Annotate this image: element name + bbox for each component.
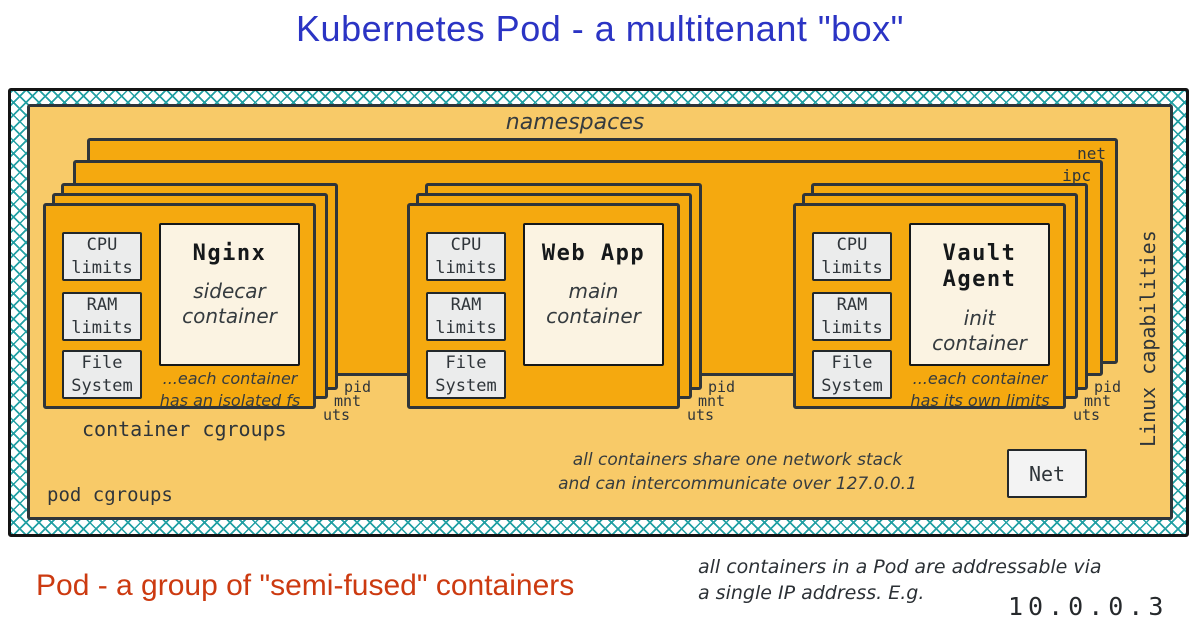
network-note: all containers share one network stack a… xyxy=(558,450,917,494)
page-title: Kubernetes Pod - a multitenant "box" xyxy=(296,8,904,49)
pid-namespace-label: pid xyxy=(344,378,372,396)
pod-cgroups-label: pod cgroups xyxy=(47,484,173,506)
pid-namespace-label: pid xyxy=(708,378,736,396)
file-system-box: File System xyxy=(812,350,892,399)
container-card: CPU limits RAM limits File System Web Ap… xyxy=(407,203,680,409)
container-stack-webapp: CPU limits RAM limits File System Web Ap… xyxy=(407,183,752,433)
ip-address: 10.0.0.3 xyxy=(1008,592,1169,621)
pid-namespace-label: pid xyxy=(1094,378,1122,396)
mnt-namespace-label: mnt xyxy=(334,392,362,410)
cpu-limits-box: CPU limits xyxy=(426,232,506,281)
container-cgroups-label: container cgroups xyxy=(82,417,287,441)
cpu-limits-box: CPU limits xyxy=(62,232,142,281)
mnt-namespace-label: mnt xyxy=(1084,392,1112,410)
container-stack-nginx: CPU limits RAM limits File System Nginx … xyxy=(43,183,388,433)
container-caption: ...each container has an isolated fs xyxy=(159,369,301,410)
cpu-limits-box: CPU limits xyxy=(812,232,892,281)
uts-namespace-label: uts xyxy=(687,406,715,424)
ram-limits-box: RAM limits xyxy=(812,292,892,341)
container-card: CPU limits RAM limits File System Nginx … xyxy=(43,203,316,410)
ipc-namespace-label: ipc xyxy=(1062,166,1091,185)
app-box-nginx: Nginx sidecar container xyxy=(159,223,300,366)
app-box-vault-agent: Vault Agent init container xyxy=(909,223,1050,366)
app-name: Vault Agent xyxy=(942,241,1017,293)
app-role: main container xyxy=(546,279,641,329)
ram-limits-box: RAM limits xyxy=(62,292,142,341)
net-box: Net xyxy=(1007,449,1087,498)
ram-limits-box: RAM limits xyxy=(426,292,506,341)
app-name: Nginx xyxy=(192,241,267,266)
app-role: init container xyxy=(932,305,1027,355)
uts-namespace-label: uts xyxy=(323,406,351,424)
app-role: sidecar container xyxy=(182,279,277,329)
linux-capabilities-label: Linux capabilities xyxy=(1136,230,1160,447)
app-name: Web App xyxy=(541,241,646,266)
container-caption: ...each container has its own limits xyxy=(910,369,1050,410)
footnote-note: all containers in a Pod are addressable … xyxy=(698,556,1102,604)
subtitle: Pod - a group of "semi-fused" containers xyxy=(36,569,575,602)
file-system-box: File System xyxy=(426,350,506,399)
file-system-box: File System xyxy=(62,350,142,399)
namespaces-label: namespaces xyxy=(505,110,645,135)
mnt-namespace-label: mnt xyxy=(698,392,726,410)
app-box-webapp: Web App main container xyxy=(523,223,664,366)
uts-namespace-label: uts xyxy=(1073,406,1101,424)
container-stack-vault-agent: CPU limits RAM limits File System Vault … xyxy=(793,183,1138,433)
container-card: CPU limits RAM limits File System Vault … xyxy=(793,203,1066,410)
net-namespace-label: net xyxy=(1077,144,1106,163)
